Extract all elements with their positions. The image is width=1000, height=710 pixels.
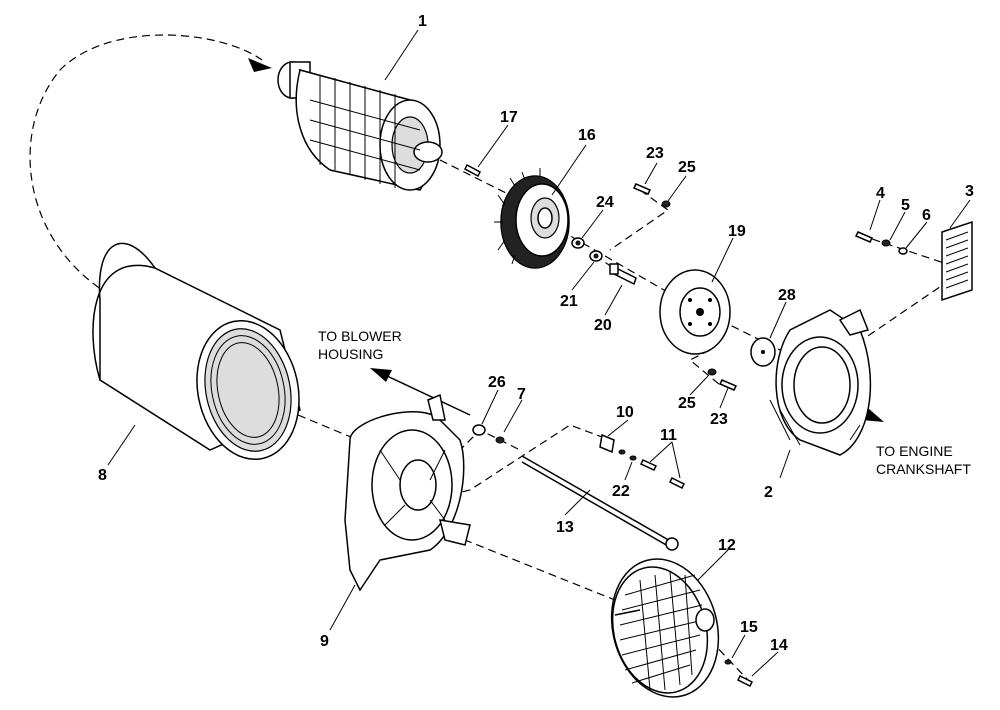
direction-notes: TO BLOWER HOUSING TO ENGINE CRANKSHAFT <box>318 328 971 477</box>
engine-adapter-part <box>769 308 872 456</box>
washer-15 <box>724 659 732 665</box>
screw-14 <box>736 674 754 688</box>
blower-note-line1: TO BLOWER <box>318 328 402 344</box>
callout-16: 16 <box>578 127 596 144</box>
callout-8: 8 <box>98 467 107 484</box>
cover-plate-part <box>941 220 973 302</box>
washer-25-lower <box>707 368 717 376</box>
key-part <box>464 163 481 178</box>
callout-28: 28 <box>778 287 796 304</box>
callout-2: 2 <box>764 484 773 501</box>
washer-5 <box>881 239 891 247</box>
callout-3: 3 <box>965 183 974 200</box>
leader-lines <box>107 29 971 677</box>
callout-23-upper: 23 <box>646 145 664 162</box>
callout-22: 22 <box>612 483 630 500</box>
callout-23-lower: 23 <box>710 411 728 428</box>
callout-labels: 1 17 16 23 25 24 19 4 5 6 3 28 21 20 25 … <box>98 13 974 654</box>
callout-4: 4 <box>876 185 885 202</box>
callout-9: 9 <box>320 633 329 650</box>
fan-part <box>494 168 570 269</box>
end-bracket-part <box>344 393 471 592</box>
through-bolt-part <box>521 455 679 551</box>
callout-11: 11 <box>660 427 677 444</box>
engine-note-line2: CRANKSHAFT <box>876 461 971 477</box>
screw-23-lower <box>718 379 738 391</box>
callout-24: 24 <box>596 194 614 211</box>
stator-housing-part <box>92 242 301 461</box>
callout-21: 21 <box>560 293 578 310</box>
plate-part <box>750 337 776 367</box>
callout-14: 14 <box>770 637 788 654</box>
callout-26: 26 <box>488 374 506 391</box>
blower-housing-arrow <box>370 368 471 416</box>
screw-4 <box>854 231 874 243</box>
screw-23-upper <box>632 183 652 195</box>
hardware-11 <box>639 459 686 490</box>
callout-5: 5 <box>901 197 910 214</box>
hardware-22 <box>618 449 637 461</box>
washer-6 <box>898 247 908 255</box>
washer-25-upper <box>661 200 671 208</box>
callout-1: 1 <box>418 13 427 30</box>
callout-12: 12 <box>718 537 736 554</box>
callout-19: 19 <box>728 223 746 240</box>
rotor-arc-arrow <box>248 58 272 72</box>
callout-10: 10 <box>616 404 634 421</box>
washer-26 <box>472 424 486 436</box>
terminal-10 <box>599 433 615 454</box>
callout-13: 13 <box>556 519 574 536</box>
callout-20: 20 <box>594 317 612 334</box>
nut-21 <box>589 250 603 262</box>
rotor-part <box>277 61 443 191</box>
blower-note-line2: HOUSING <box>318 346 383 362</box>
flex-disc-part <box>659 269 731 355</box>
callout-17: 17 <box>500 109 518 126</box>
callout-25-upper: 25 <box>678 159 696 176</box>
engine-note-line1: TO ENGINE <box>876 443 953 459</box>
washer-7 <box>495 436 505 444</box>
washer-24 <box>571 237 585 249</box>
grille-cover-part <box>610 558 720 698</box>
callout-7: 7 <box>517 386 526 403</box>
callout-25-lower: 25 <box>678 395 696 412</box>
bolt-20 <box>609 263 637 286</box>
callout-15: 15 <box>740 619 758 636</box>
callout-6: 6 <box>922 207 931 224</box>
